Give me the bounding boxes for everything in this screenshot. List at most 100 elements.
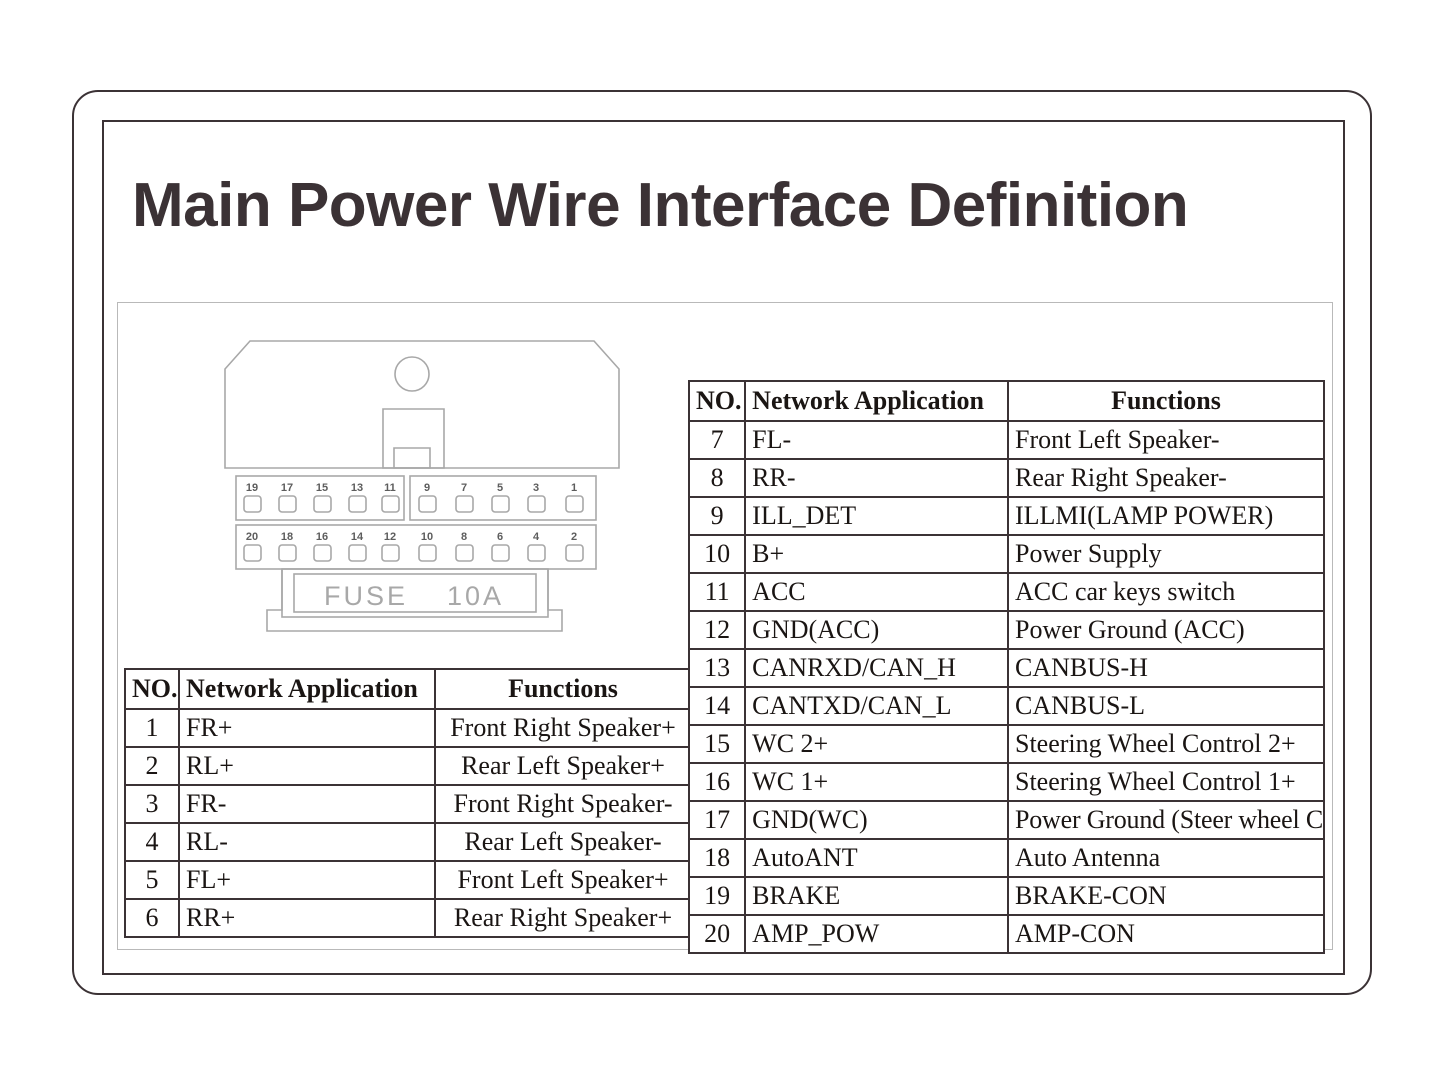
cell-pin-number: 6 <box>124 898 180 938</box>
cell-pin-number: 3 <box>124 784 180 824</box>
cell-function: Power Supply <box>1006 534 1326 574</box>
header-network-application: Network Application <box>744 380 1009 422</box>
cell-function: Rear Right Speaker- <box>1006 458 1326 498</box>
cell-function: Rear Left Speaker+ <box>434 746 692 786</box>
cell-function: Rear Left Speaker- <box>434 822 692 862</box>
pin-number-17: 17 <box>281 482 293 494</box>
pin-number-11: 11 <box>384 482 396 494</box>
cell-network-application: ILL_DET <box>744 496 1009 536</box>
header-functions: Functions <box>434 668 692 710</box>
fuse-label: FUSE <box>324 581 408 611</box>
cell-network-application: RL+ <box>178 746 436 786</box>
cell-function: Rear Right Speaker+ <box>434 898 692 938</box>
pin-number-20: 20 <box>246 531 258 543</box>
cell-function: Power Ground (Steer wheel Control) <box>1006 800 1326 840</box>
cell-pin-number: 20 <box>687 914 747 954</box>
cell-function: Front Left Speaker+ <box>434 860 692 900</box>
pin-number-18: 18 <box>281 531 293 543</box>
pin-number-2: 2 <box>571 531 577 543</box>
cell-function: Power Ground (ACC) <box>1006 610 1326 650</box>
pin-number-13: 13 <box>351 482 363 494</box>
pin-number-3: 3 <box>533 482 539 494</box>
cell-network-application: RR- <box>744 458 1009 498</box>
cell-function: Front Right Speaker- <box>434 784 692 824</box>
pin-number-8: 8 <box>461 531 467 543</box>
cell-pin-number: 12 <box>687 610 747 650</box>
cell-function: Auto Antenna <box>1006 838 1326 878</box>
cell-network-application: WC 2+ <box>744 724 1009 764</box>
header-functions: Functions <box>1006 380 1326 422</box>
cell-pin-number: 17 <box>687 800 747 840</box>
pin-number-9: 9 <box>424 482 430 494</box>
pin-number-7: 7 <box>461 482 467 494</box>
cell-pin-number: 2 <box>124 746 180 786</box>
cell-pin-number: 4 <box>124 822 180 862</box>
cell-function: Front Right Speaker+ <box>434 708 692 748</box>
cell-network-application: ACC <box>744 572 1009 612</box>
cell-function: Front Left Speaker- <box>1006 420 1326 460</box>
cell-network-application: BRAKE <box>744 876 1009 916</box>
pin-number-5: 5 <box>497 482 503 494</box>
pin-number-6: 6 <box>497 531 503 543</box>
pin-squares-top-left: 19 17 15 13 11 <box>243 482 400 513</box>
page-title: Main Power Wire Interface Definition <box>132 171 1189 240</box>
pin-number-19: 19 <box>246 482 258 494</box>
cell-network-application: RR+ <box>178 898 436 938</box>
pin-squares-top-right: 9 7 5 3 1 <box>418 482 584 513</box>
pin-number-1: 1 <box>571 482 577 494</box>
cell-pin-number: 15 <box>687 724 747 764</box>
cell-network-application: RL- <box>178 822 436 862</box>
connector-latch-inner <box>393 447 431 469</box>
cell-function: Steering Wheel Control 1+ <box>1006 762 1326 802</box>
connector-housing-outline <box>224 340 620 469</box>
cell-function: BRAKE-CON <box>1006 876 1326 916</box>
cell-network-application: FL- <box>744 420 1009 460</box>
cell-pin-number: 14 <box>687 686 747 726</box>
cell-function: ACC car keys switch <box>1006 572 1326 612</box>
cell-function: AMP-CON <box>1006 914 1326 954</box>
connector-circle-detail <box>394 356 430 392</box>
connector-diagram: 19 17 15 13 11 9 7 5 3 1 <box>222 338 622 658</box>
cell-pin-number: 18 <box>687 838 747 878</box>
cell-function: CANBUS-H <box>1006 648 1326 688</box>
header-no: NO. <box>687 380 747 422</box>
cell-network-application: FL+ <box>178 860 436 900</box>
cell-pin-number: 13 <box>687 648 747 688</box>
cell-pin-number: 8 <box>687 458 747 498</box>
table-header-row: NO. Network Application Functions <box>687 380 1326 422</box>
cell-network-application: B+ <box>744 534 1009 574</box>
pin-number-12: 12 <box>384 531 396 543</box>
cell-network-application: WC 1+ <box>744 762 1009 802</box>
cell-network-application: AutoANT <box>744 838 1009 878</box>
cell-pin-number: 10 <box>687 534 747 574</box>
pin-number-10: 10 <box>421 531 433 543</box>
cell-pin-number: 16 <box>687 762 747 802</box>
cell-pin-number: 7 <box>687 420 747 460</box>
cell-network-application: GND(ACC) <box>744 610 1009 650</box>
pin-number-4: 4 <box>533 531 540 543</box>
cell-pin-number: 1 <box>124 708 180 748</box>
header-network-application: Network Application <box>178 668 436 710</box>
fuse-rating: 10A <box>447 581 504 611</box>
pin-group-box-top-right <box>409 475 597 521</box>
cell-network-application: CANTXD/CAN_L <box>744 686 1009 726</box>
